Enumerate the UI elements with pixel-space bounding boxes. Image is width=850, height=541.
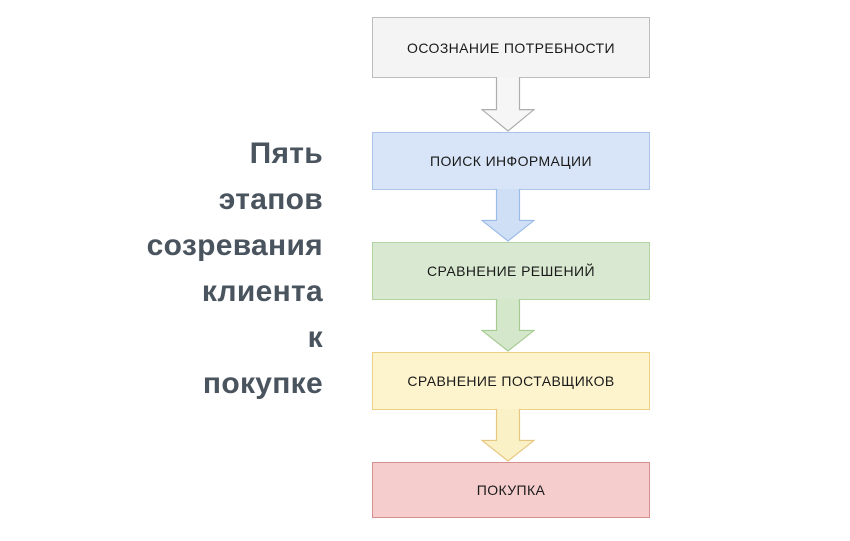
flow-arrow-4 [481, 409, 535, 462]
flow-arrow-1 [481, 77, 535, 132]
down-arrow-icon [481, 299, 535, 352]
diagram-title: Пять этапов созревания клиента к покупке [146, 137, 323, 400]
stage-box-need-recognition: ОСОЗНАНИЕ ПОТРЕБНОСТИ [372, 17, 650, 78]
flow-arrow-2 [481, 189, 535, 242]
stage-box-supplier-comparison: СРАВНЕНИЕ ПОСТАВЩИКОВ [372, 352, 650, 410]
stage-box-solution-comparison: СРАВНЕНИЕ РЕШЕНИЙ [372, 242, 650, 300]
flow-arrow-3 [481, 299, 535, 352]
stage-label: ПОИСК ИНФОРМАЦИИ [430, 153, 592, 169]
stage-label: СРАВНЕНИЕ ПОСТАВЩИКОВ [407, 373, 615, 389]
down-arrow-icon [481, 409, 535, 462]
down-arrow-icon [481, 189, 535, 242]
stage-box-information-search: ПОИСК ИНФОРМАЦИИ [372, 132, 650, 190]
stage-label: ПОКУПКА [476, 482, 546, 498]
stage-box-purchase: ПОКУПКА [372, 462, 650, 518]
stage-label: СРАВНЕНИЕ РЕШЕНИЙ [427, 263, 595, 279]
down-arrow-icon [481, 77, 535, 132]
stage-label: ОСОЗНАНИЕ ПОТРЕБНОСТИ [407, 39, 615, 56]
